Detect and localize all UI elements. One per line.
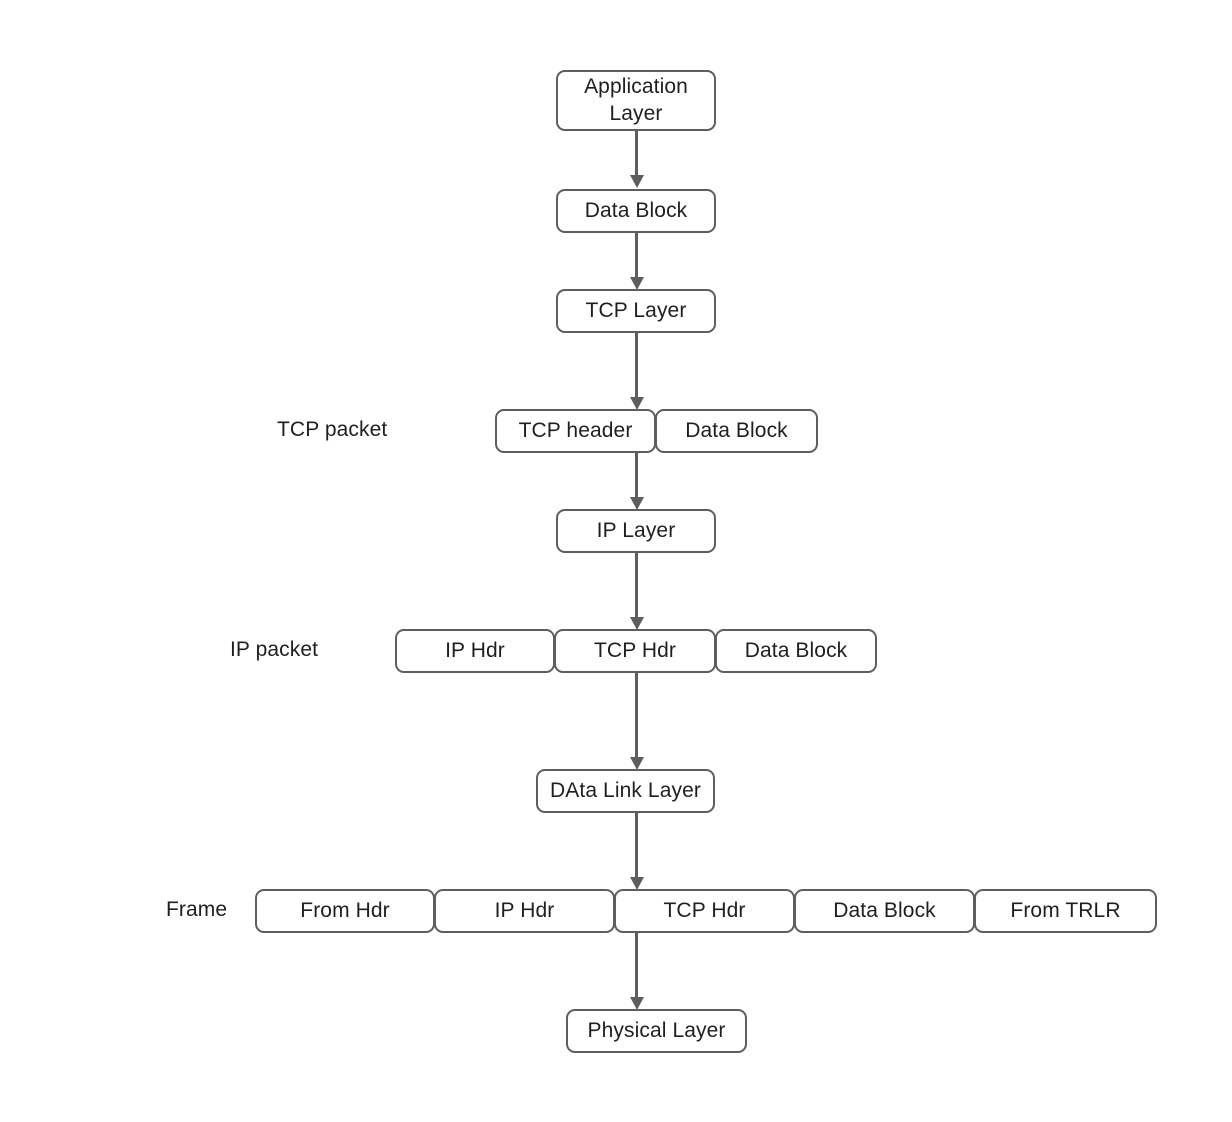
- label-tcp-packet: TCP packet: [277, 418, 388, 441]
- packet-segment-ip-hdr[interactable]: IP Hdr: [434, 889, 615, 933]
- packet-segment-tcp-hdr[interactable]: TCP Hdr: [554, 629, 716, 673]
- node-ip-layer[interactable]: IP Layer: [556, 509, 716, 553]
- packet-row-frame: From Hdr IP Hdr TCP Hdr Data Block From …: [255, 889, 1157, 933]
- packet-segment-data-block[interactable]: Data Block: [794, 889, 975, 933]
- node-tcp-layer[interactable]: TCP Layer: [556, 289, 716, 333]
- packet-segment-ip-hdr[interactable]: IP Hdr: [395, 629, 555, 673]
- packet-segment-tcp-header[interactable]: TCP header: [495, 409, 656, 453]
- packet-segment-data-block[interactable]: Data Block: [655, 409, 818, 453]
- packet-segment-tcp-hdr[interactable]: TCP Hdr: [614, 889, 795, 933]
- label-ip-packet: IP packet: [230, 638, 319, 661]
- packet-segment-from-trlr[interactable]: From TRLR: [974, 889, 1157, 933]
- packet-row-ip: IP Hdr TCP Hdr Data Block: [395, 629, 877, 673]
- node-data-block[interactable]: Data Block: [556, 189, 716, 233]
- node-physical-layer[interactable]: Physical Layer: [566, 1009, 747, 1053]
- node-data-link-layer[interactable]: DAta Link Layer: [536, 769, 715, 813]
- packet-segment-data-block[interactable]: Data Block: [715, 629, 877, 673]
- packet-row-tcp: TCP header Data Block: [495, 409, 818, 453]
- label-frame: Frame: [166, 898, 228, 921]
- packet-segment-from-hdr[interactable]: From Hdr: [255, 889, 435, 933]
- node-application-layer[interactable]: Application Layer: [556, 70, 716, 131]
